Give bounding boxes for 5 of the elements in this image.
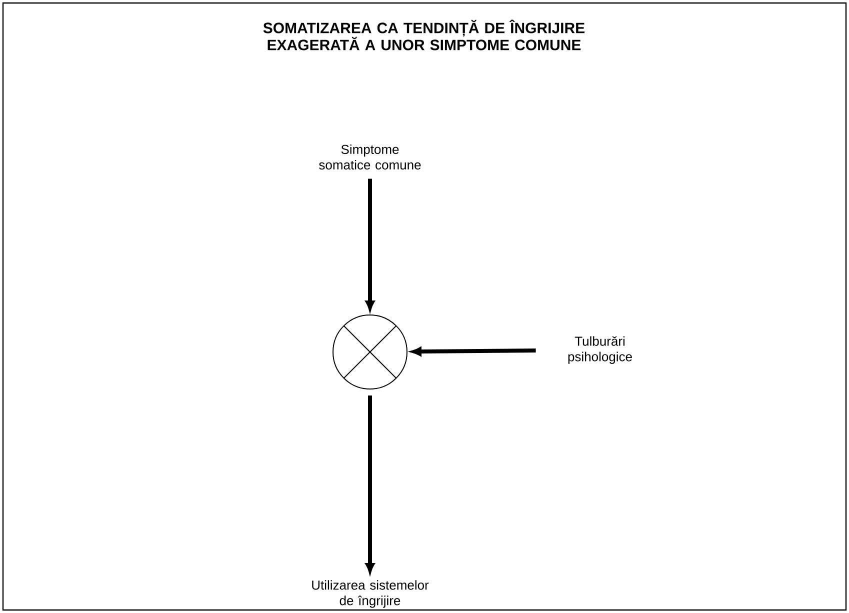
summing-junction-circle [332,314,408,390]
node-label: Utilizarea sistemelor de îngrijire [312,580,429,608]
node-label: Tulburări psihologice [568,336,632,364]
node-label: Simptome somatice comune [319,144,421,170]
title: SOMATIZAREA CA TENDINȚĂ DE ÎNGRIJIRE EXAGERATĂ A UNOR SIMPTOME COMUNE [263,20,584,50]
